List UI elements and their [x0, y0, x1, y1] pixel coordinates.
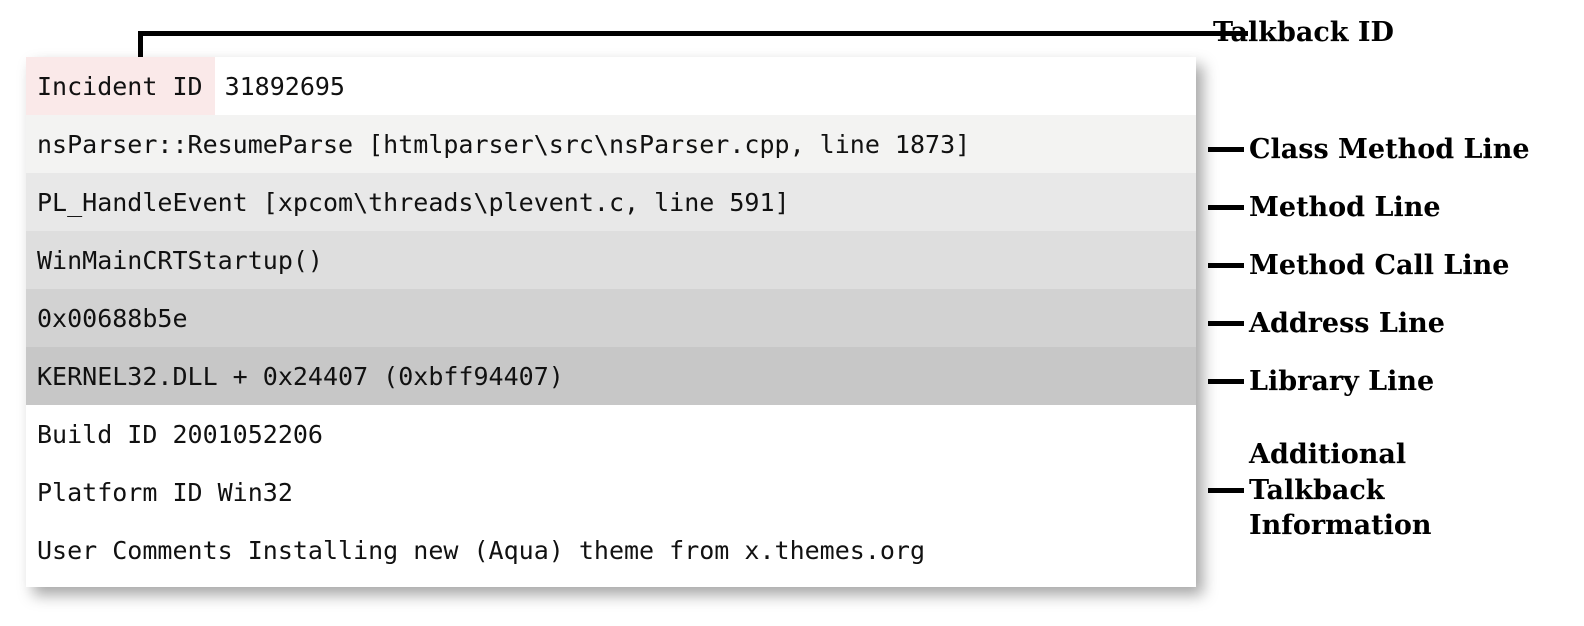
stack-line-text: PL_HandleEvent [xpcom\threads\plevent.c,…	[37, 187, 790, 217]
incident-id-value: 31892695	[224, 71, 345, 101]
leader-line	[1208, 487, 1244, 493]
annotation-label: Class Method Line	[1249, 134, 1530, 165]
annotation-label: Method Call Line	[1249, 250, 1510, 281]
stack-line-text: KERNEL32.DLL + 0x24407 (0xbff94407)	[37, 361, 564, 391]
stack-line-text: 0x00688b5e	[37, 303, 188, 333]
annotation-label: Library Line	[1249, 366, 1435, 397]
platform-id-row: Platform ID Win32	[26, 463, 1196, 521]
stack-line-text: WinMainCRTStartup()	[37, 245, 323, 275]
annotation-library-line: Library Line	[1208, 364, 1434, 400]
connector-vertical-segment	[138, 31, 143, 59]
annotation-talkback-id: Talkback ID	[1208, 15, 1394, 51]
annotation-method-line: Method Line	[1208, 190, 1441, 226]
annotation-address-line: Address Line	[1208, 306, 1445, 342]
annotation-label: Talkback ID	[1213, 17, 1394, 48]
platform-id-text: Platform ID Win32	[37, 477, 293, 507]
user-comments-text: User Comments Installing new (Aqua) them…	[37, 535, 926, 565]
leader-line	[1208, 321, 1244, 327]
annotation-label: Additional Talkback Information	[1249, 439, 1432, 542]
class-method-line-row: nsParser::ResumeParse [htmlparser\src\ns…	[26, 115, 1196, 173]
method-line-row: PL_HandleEvent [xpcom\threads\plevent.c,…	[26, 173, 1196, 231]
address-line-row: 0x00688b5e	[26, 289, 1196, 347]
incident-id-label: Incident ID	[26, 57, 215, 115]
method-call-line-row: WinMainCRTStartup()	[26, 231, 1196, 289]
connector-horizontal-segment	[138, 31, 1248, 36]
leader-line	[1208, 263, 1244, 269]
build-id-text: Build ID 2001052206	[37, 419, 323, 449]
library-line-row: KERNEL32.DLL + 0x24407 (0xbff94407)	[26, 347, 1196, 405]
annotation-method-call-line: Method Call Line	[1208, 248, 1509, 284]
annotation-additional-talkback-information: Additional Talkback Information	[1208, 437, 1479, 544]
annotation-label: Address Line	[1249, 308, 1445, 339]
stack-line-text: nsParser::ResumeParse [htmlparser\src\ns…	[37, 129, 971, 159]
talkback-id-connector-line	[138, 31, 1248, 59]
incident-id-row: Incident ID 31892695	[26, 57, 1196, 115]
leader-line	[1208, 205, 1244, 211]
leader-line	[1208, 379, 1244, 385]
annotation-label: Method Line	[1249, 192, 1441, 223]
user-comments-row: User Comments Installing new (Aqua) them…	[26, 521, 1196, 579]
leader-line	[1208, 147, 1244, 153]
annotation-class-method-line: Class Method Line	[1208, 132, 1530, 168]
build-id-row: Build ID 2001052206	[26, 405, 1196, 463]
talkback-record-panel: Incident ID 31892695 nsParser::ResumePar…	[26, 57, 1196, 587]
